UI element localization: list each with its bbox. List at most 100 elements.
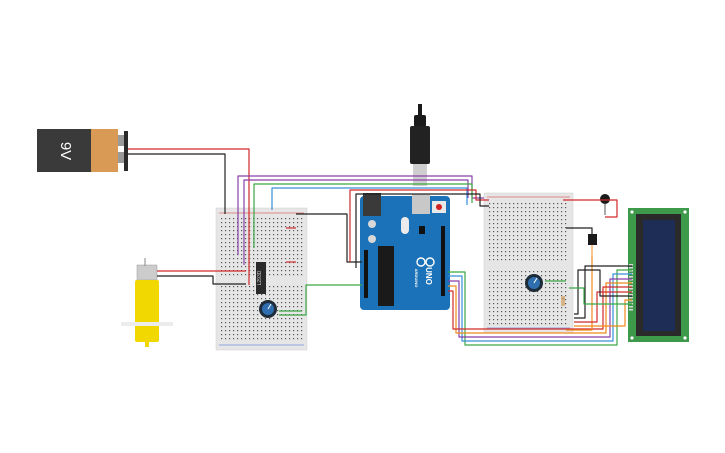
breadboard-hole: [289, 290, 291, 292]
breadboard-hole: [229, 310, 231, 312]
breadboard-hole: [265, 334, 267, 336]
breadboard-hole: [497, 211, 499, 213]
breadboard-hole: [293, 222, 295, 224]
breadboard-hole: [517, 275, 519, 277]
breadboard-hole: [273, 294, 275, 296]
breadboard-hole: [237, 262, 239, 264]
breadboard-hole: [265, 230, 267, 232]
breadboard-right[interactable]: [483, 192, 574, 334]
breadboard-hole: [553, 255, 555, 257]
breadboard-hole: [505, 203, 507, 205]
breadboard-hole: [549, 235, 551, 237]
breadboard-hole: [233, 266, 235, 268]
breadboard-hole: [265, 318, 267, 320]
breadboard-hole: [509, 295, 511, 297]
breadboard-hole: [517, 231, 519, 233]
breadboard-hole: [281, 250, 283, 252]
breadboard-hole: [245, 226, 247, 228]
wire-orange-lcd: [574, 299, 632, 327]
breadboard-hole: [565, 219, 567, 221]
breadboard-hole: [253, 334, 255, 336]
sensor-module[interactable]: [588, 234, 597, 256]
breadboard-hole: [237, 274, 239, 276]
breadboard-hole: [497, 279, 499, 281]
breadboard-hole: [521, 235, 523, 237]
breadboard-hole: [489, 311, 491, 313]
usb-cable[interactable]: [410, 104, 430, 186]
breadboard-hole: [265, 338, 267, 340]
breadboard-hole: [301, 270, 303, 272]
breadboard-hole: [225, 222, 227, 224]
breadboard-hole: [297, 246, 299, 248]
breadboard-hole: [273, 326, 275, 328]
dc-motor[interactable]: [121, 258, 173, 347]
breadboard-hole: [517, 239, 519, 241]
breadboard-hole: [501, 211, 503, 213]
breadboard-hole: [233, 258, 235, 260]
breadboard-hole: [549, 315, 551, 317]
breadboard-hole: [553, 219, 555, 221]
breadboard-hole: [545, 247, 547, 249]
breadboard-hole: [225, 274, 227, 276]
breadboard-hole: [281, 274, 283, 276]
breadboard-hole: [565, 259, 567, 261]
breadboard-hole: [257, 334, 259, 336]
lcd-display[interactable]: [628, 208, 689, 342]
breadboard-hole: [545, 295, 547, 297]
breadboard-hole: [553, 291, 555, 293]
breadboard-hole: [253, 298, 255, 300]
breadboard-hole: [525, 303, 527, 305]
breadboard-left[interactable]: [215, 207, 308, 351]
buzzer[interactable]: [600, 194, 610, 215]
breadboard-hole: [537, 303, 539, 305]
breadboard-hole: [277, 298, 279, 300]
breadboard-hole: [241, 306, 243, 308]
breadboard-hole: [225, 234, 227, 236]
breadboard-hole: [241, 226, 243, 228]
breadboard-hole: [265, 254, 267, 256]
resistor[interactable]: [561, 296, 565, 306]
breadboard-hole: [553, 299, 555, 301]
breadboard-hole: [237, 310, 239, 312]
breadboard-hole: [297, 322, 299, 324]
potentiometer-left[interactable]: [259, 300, 277, 318]
breadboard-hole: [565, 299, 567, 301]
battery-9v[interactable]: 9V: [37, 129, 128, 172]
breadboard-hole: [561, 239, 563, 241]
breadboard-hole: [501, 287, 503, 289]
breadboard-hole: [241, 298, 243, 300]
breadboard-hole: [525, 227, 527, 229]
breadboard-hole: [293, 226, 295, 228]
breadboard-hole: [241, 258, 243, 260]
breadboard-hole: [529, 295, 531, 297]
breadboard-hole: [241, 302, 243, 304]
breadboard-hole: [289, 318, 291, 320]
arduino-uno[interactable]: UNO ARDUINO: [360, 193, 450, 310]
breadboard-hole: [541, 255, 543, 257]
breadboard-hole: [281, 238, 283, 240]
breadboard-hole: [529, 215, 531, 217]
breadboard-hole: [561, 311, 563, 313]
breadboard-hole: [237, 314, 239, 316]
breadboard-hole: [237, 318, 239, 320]
breadboard-hole: [553, 275, 555, 277]
breadboard-hole: [521, 227, 523, 229]
breadboard-hole: [549, 283, 551, 285]
breadboard-hole: [529, 255, 531, 257]
potentiometer-right[interactable]: [525, 274, 543, 292]
breadboard-hole: [565, 279, 567, 281]
breadboard-hole: [273, 238, 275, 240]
breadboard-hole: [289, 234, 291, 236]
breadboard-hole: [233, 262, 235, 264]
wire-lcd-red: [448, 286, 632, 330]
breadboard-hole: [501, 303, 503, 305]
breadboard-hole: [557, 235, 559, 237]
breadboard-hole: [257, 338, 259, 340]
breadboard-hole: [501, 315, 503, 317]
breadboard-hole: [565, 223, 567, 225]
breadboard-hole: [497, 315, 499, 317]
breadboard-hole: [517, 295, 519, 297]
breadboard-hole: [237, 266, 239, 268]
motor-driver-chip[interactable]: L293D: [256, 262, 266, 294]
